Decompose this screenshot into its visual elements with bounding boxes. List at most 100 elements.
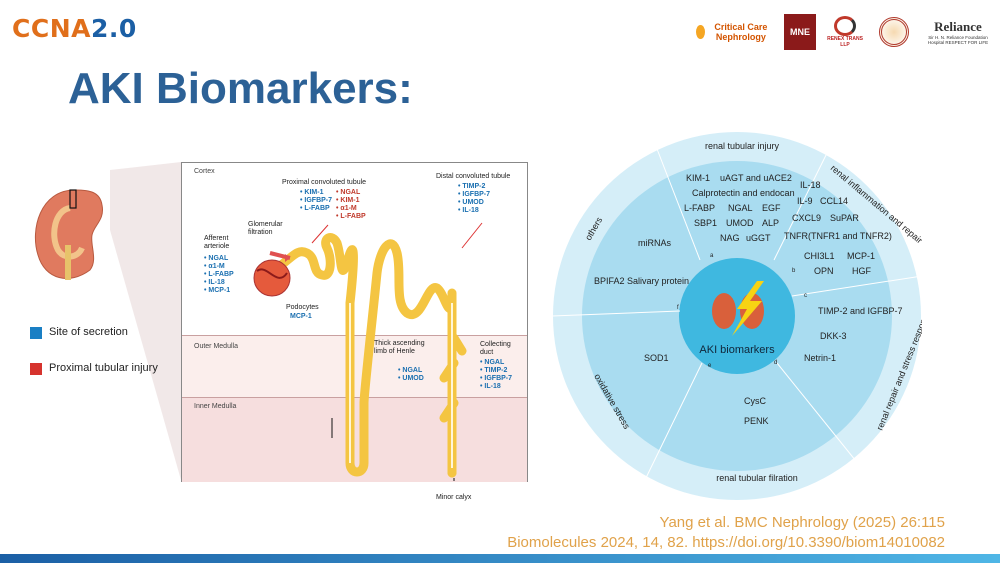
renex-emblem-icon (834, 16, 856, 36)
distal-arrow-icon (461, 222, 483, 249)
reference-1: Yang et al. BMC Nephrology (2025) 26:115 (659, 514, 945, 531)
marker-ccl14: CCL14 (820, 196, 848, 206)
lightning-icon (732, 281, 764, 336)
nephron-marker-icon (69, 189, 77, 209)
marker-sod1: SOD1 (644, 353, 669, 363)
zone-label-inner-medulla: Inner Medulla (194, 403, 237, 410)
marker-item: L-FABP (336, 213, 365, 221)
tubule-path (272, 233, 457, 478)
marker-item: NGAL (336, 189, 366, 197)
proximal-blue-list: KIM-1 IGFBP-7 L-FABP (300, 189, 332, 213)
marker-il9: IL-9 (797, 196, 813, 206)
marker-item: TIMP-2 (480, 367, 512, 375)
zoom-wedge (110, 162, 181, 480)
kidney-icon (34, 189, 104, 279)
partner-logo-label: Reliance (934, 19, 982, 34)
marker-cxcl9: CXCL9 (792, 213, 821, 223)
sector-label-filtration: renal tubular filration (716, 473, 798, 483)
center-label: AKI biomarkers (699, 344, 775, 356)
marker-bpifa2: BPIFA2 Salivary protein (594, 276, 689, 286)
capillary-icon (256, 268, 288, 279)
seal-icon (879, 17, 909, 47)
marker-timp2: TIMP-2 and IGFBP-7 (818, 306, 903, 316)
marker-dkk3: DKK-3 (820, 331, 847, 341)
marker-nag: NAG (720, 233, 740, 243)
afferent-list: NGAL α1-M L-FABP IL-18 MCP-1 (204, 255, 234, 295)
zone-label-outer-medulla: Outer Medulla (194, 343, 238, 350)
sector-dividers (552, 135, 922, 487)
glomerular-label: Glomerular filtration (248, 221, 283, 236)
marker-mcp1: MCP-1 (847, 251, 875, 261)
inner-core (679, 258, 795, 374)
marker-item: IGFBP-7 (480, 375, 512, 383)
marker-item: IGFBP-7 (300, 197, 332, 205)
partner-logo-mne: MNE (784, 14, 816, 50)
marker-supar: SuPAR (830, 213, 859, 223)
marker-opn: OPN (814, 266, 834, 276)
marker-item: UMOD (398, 375, 423, 383)
marker-item: α1-M (336, 205, 366, 213)
kidney-zoom-graphic (34, 162, 181, 480)
logo-version-text: 2.0 (90, 14, 137, 43)
podocytes-label: Podocytes (286, 304, 319, 311)
marker-tnfr: TNFR(TNFR1 and TNFR2) (784, 231, 892, 241)
marker-cysc: CysC (744, 396, 766, 406)
marker-item: NGAL (204, 255, 234, 263)
marker-item: IL-18 (480, 383, 512, 391)
marker-item: L-FABP (204, 271, 233, 279)
kidney-pelvis-icon (51, 205, 85, 260)
marker-umod: UMOD (726, 218, 754, 228)
henle-list: NGAL UMOD (398, 367, 423, 383)
legend-swatch-proximal-injury (30, 363, 42, 375)
marker-item: KIM-1 (336, 197, 366, 205)
nephron-panel: Cortex Outer Medulla Inner Medulla Proxi… (181, 162, 528, 482)
proximal-title: Proximal convoluted tubule (282, 179, 367, 186)
partner-logo-label: RENEX TRANS LLP (827, 36, 863, 48)
minor-calyx-label: Minor calyx (436, 494, 472, 501)
sector-label-tubular-injury: renal tubular injury (705, 141, 780, 151)
partner-logo-critical-care: Critical Care Nephrology (696, 14, 774, 50)
marker-item: TIMP-2 (458, 183, 490, 191)
marker-ngal: NGAL (728, 203, 753, 213)
marker-netrin1: Netrin-1 (804, 353, 836, 363)
collecting-label: Collecting duct (480, 341, 511, 356)
sector-letter-f: f (677, 305, 679, 311)
proximal-red-list: NGAL KIM-1 α1-M L-FABP (336, 189, 366, 221)
bottom-accent-bar (0, 554, 1000, 563)
partner-logo-reliance: Reliance Sir H. N. Reliance Foundation H… (920, 14, 996, 50)
sector-letter-d: d (774, 360, 777, 366)
marker-item: MCP-1 (204, 287, 234, 295)
marker-item: α1-M (204, 263, 234, 271)
marker-alp: ALP (762, 218, 779, 228)
collecting-list: NGAL TIMP-2 IGFBP-7 IL-18 (480, 359, 512, 391)
slide-title: AKI Biomarkers: (68, 64, 413, 113)
tubule-highlight (349, 303, 453, 468)
podocytes-marker: MCP-1 (290, 313, 312, 320)
glomerulus-icon (253, 259, 291, 297)
partner-logo-label: Critical Care Nephrology (714, 22, 768, 42)
ccna-logo: CCNA2.0 (12, 14, 137, 43)
marker-item: IL-18 (204, 279, 234, 287)
marker-egf: EGF (762, 203, 781, 213)
marker-hgf: HGF (852, 266, 872, 276)
legend-swatch-secretion (30, 327, 42, 339)
marker-lfabp: L-FABP (684, 203, 715, 213)
marker-item: NGAL (480, 359, 512, 367)
henle-label: Thick ascending limb of Henle (374, 340, 425, 355)
logo-ccna-text: CCNA (12, 14, 91, 43)
marker-item: UMOD (458, 199, 490, 207)
marker-uagt: uAGT and uACE2 (720, 173, 792, 183)
nephron-tubule-drawing (253, 222, 483, 481)
legend-label-secretion: Site of secretion (49, 326, 128, 338)
marker-item: IL-18 (458, 207, 490, 215)
aki-biomarker-circle: AKI biomarkers renal tubular injury rena… (552, 132, 922, 500)
marker-item: KIM-1 (300, 189, 332, 197)
zone-label-cortex: Cortex (194, 168, 215, 175)
arrowhead-icon (285, 254, 290, 262)
kidney-icon (696, 25, 705, 39)
marker-il18: IL-18 (800, 180, 821, 190)
partner-logo-renex: RENEX TRANS LLP (826, 14, 864, 50)
legend-label-proximal-injury: Proximal tubular injury (49, 362, 158, 374)
partner-logo-seal (876, 14, 912, 50)
marker-item: L-FABP (300, 205, 332, 213)
